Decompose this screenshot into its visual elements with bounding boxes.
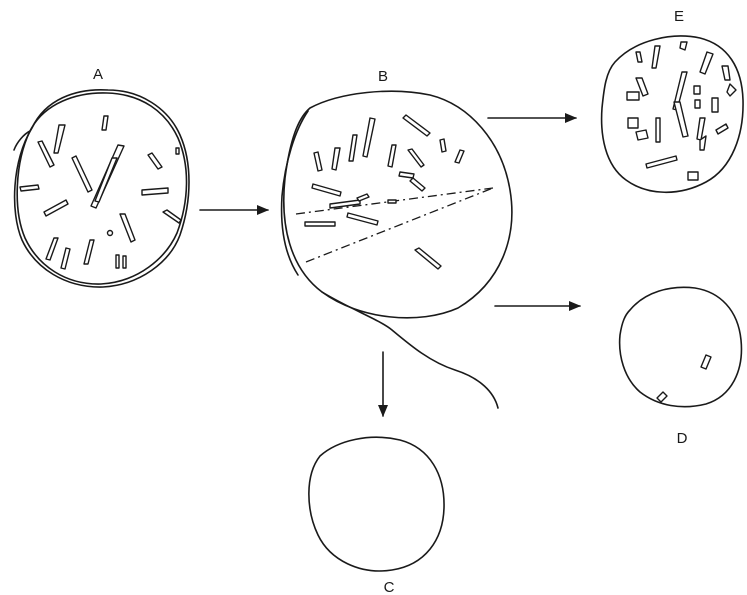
cell-b — [282, 91, 512, 408]
cell-e — [602, 36, 743, 192]
cell-b-organelles — [305, 115, 464, 269]
label-b: B — [378, 68, 388, 85]
cell-d-organelle — [657, 392, 667, 402]
label-a: A — [93, 66, 103, 83]
label-c: C — [384, 579, 395, 595]
cell-c — [309, 437, 444, 571]
cell-a-organelles — [20, 116, 181, 269]
label-e: E — [674, 8, 684, 25]
label-d: D — [677, 430, 688, 447]
cell-e-organelles — [627, 42, 736, 180]
cell-d-organelle — [701, 355, 711, 369]
cell-a — [14, 90, 189, 287]
cell-d — [620, 287, 742, 406]
